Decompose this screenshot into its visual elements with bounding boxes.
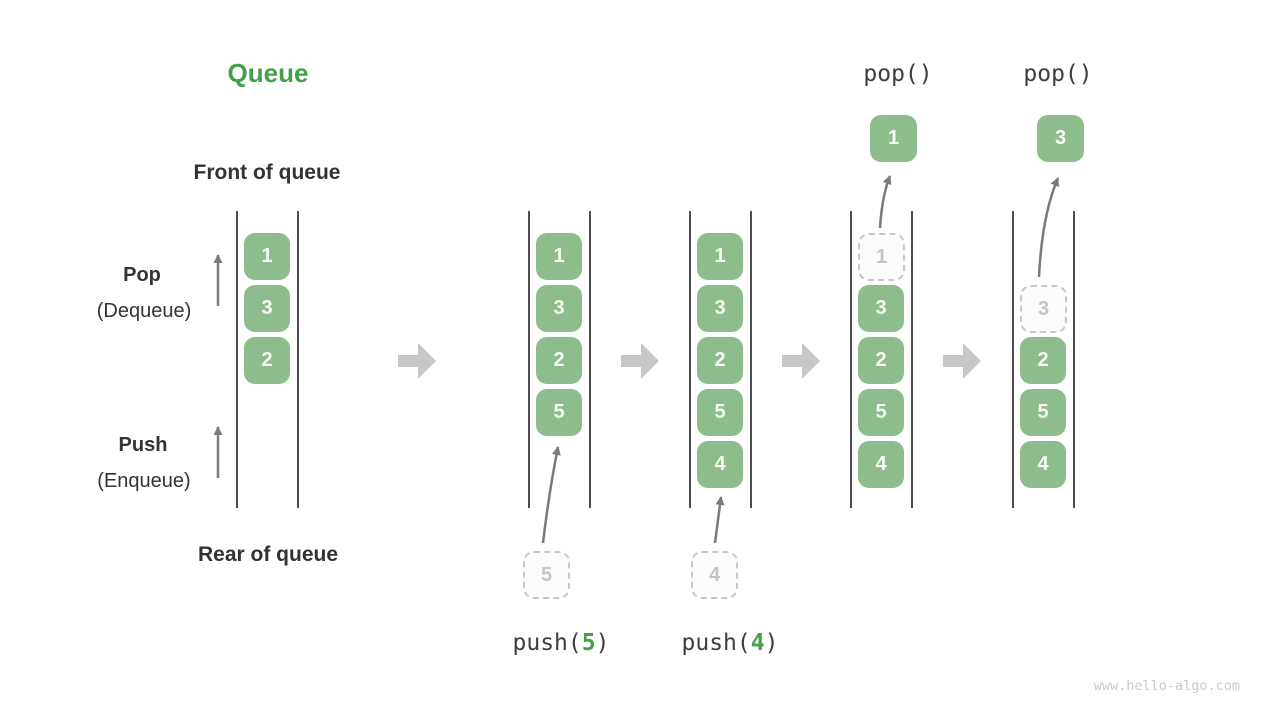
flow-arrow-icon [943, 343, 981, 379]
push-call-label-2: push(4) [650, 630, 810, 656]
queue-rail [1073, 211, 1075, 508]
queue-rail [297, 211, 299, 508]
pop-call-label-1: pop() [863, 61, 933, 87]
queue-item: 3 [858, 285, 904, 332]
queue-item: 4 [1020, 441, 1066, 488]
pop-1-arrow-icon [878, 175, 892, 229]
pop-3-arrow-icon [1037, 177, 1060, 278]
push-call-suffix: ) [764, 630, 779, 656]
rear-of-queue-label: Rear of queue [197, 543, 339, 566]
push-call-prefix: push( [681, 630, 751, 656]
enqueue-label: (Enqueue) [97, 470, 191, 492]
flow-arrow-icon [621, 343, 659, 379]
push-call-label-1: push(5) [481, 630, 641, 656]
push-call-arg: 4 [750, 630, 765, 656]
push-value-box: 4 [691, 551, 738, 599]
queue-item: 2 [697, 337, 743, 384]
push-4-arrow-icon [713, 496, 725, 544]
push-call-arg: 5 [581, 630, 596, 656]
queue-item: 2 [1020, 337, 1066, 384]
pop-result-box: 3 [1037, 115, 1084, 162]
popped-item-ghost: 1 [858, 233, 905, 281]
queue-item: 2 [536, 337, 582, 384]
flow-arrow-icon [398, 343, 436, 379]
queue-item: 5 [858, 389, 904, 436]
flow-arrow-icon [782, 343, 820, 379]
queue-item: 4 [858, 441, 904, 488]
push-label: Push [118, 434, 168, 456]
front-of-queue-label: Front of queue [193, 161, 341, 184]
queue-rail [589, 211, 591, 508]
queue-item: 2 [244, 337, 290, 384]
push-5-arrow-icon [541, 446, 561, 544]
push-value-box: 5 [523, 551, 570, 599]
queue-rail [850, 211, 852, 508]
pop-label: Pop [123, 264, 161, 286]
queue-item: 5 [536, 389, 582, 436]
queue-rail [689, 211, 691, 508]
queue-item: 1 [697, 233, 743, 280]
popped-item-ghost: 3 [1020, 285, 1067, 333]
push-call-suffix: ) [595, 630, 610, 656]
queue-item: 1 [536, 233, 582, 280]
queue-item: 4 [697, 441, 743, 488]
queue-rail [911, 211, 913, 508]
queue-item: 3 [536, 285, 582, 332]
queue-item: 2 [858, 337, 904, 384]
queue-item: 5 [697, 389, 743, 436]
queue-rail [236, 211, 238, 508]
queue-rail [750, 211, 752, 508]
queue-item: 5 [1020, 389, 1066, 436]
dequeue-label: (Dequeue) [96, 300, 192, 322]
push-call-prefix: push( [512, 630, 582, 656]
queue-rail [1012, 211, 1014, 508]
watermark: www.hello-algo.com [1093, 678, 1240, 694]
queue-item: 1 [244, 233, 290, 280]
pop-result-box: 1 [870, 115, 917, 162]
queue-item: 3 [697, 285, 743, 332]
queue-item: 3 [244, 285, 290, 332]
queue-rail [528, 211, 530, 508]
diagram-title: Queue [227, 58, 309, 88]
pop-call-label-2: pop() [1023, 61, 1093, 87]
